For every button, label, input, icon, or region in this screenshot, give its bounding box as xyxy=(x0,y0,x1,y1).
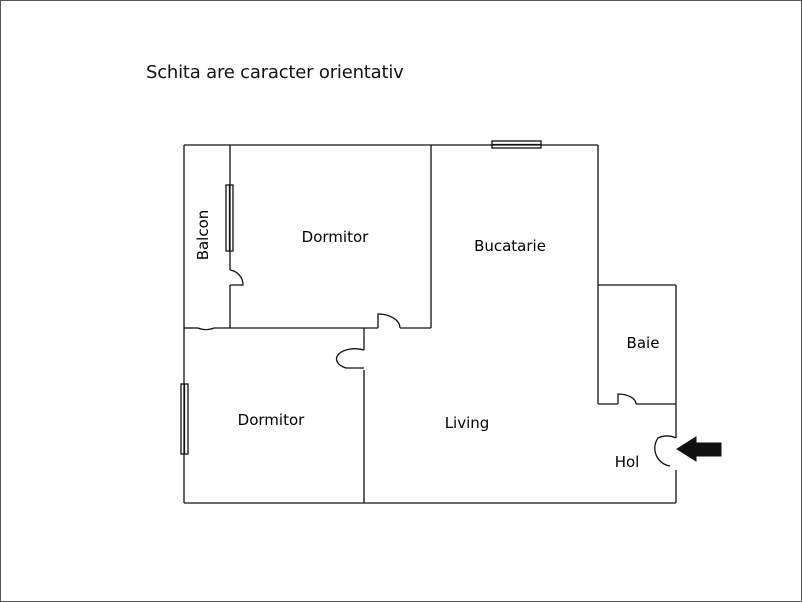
label-dormitor-top: Dormitor xyxy=(302,228,369,246)
outer-walls xyxy=(183,144,677,504)
door-bathroom xyxy=(617,393,637,405)
door-entrance xyxy=(654,435,677,467)
door-bedroom-top xyxy=(377,313,401,329)
label-baie: Baie xyxy=(627,334,660,352)
entrance-arrow-icon xyxy=(676,436,722,462)
label-dormitor-bottom: Dormitor xyxy=(238,411,305,429)
doors xyxy=(197,269,677,467)
label-living: Living xyxy=(445,414,490,432)
label-balcon: Balcon xyxy=(194,210,212,261)
door-corner xyxy=(197,327,215,331)
door-balcony xyxy=(229,269,244,286)
windows xyxy=(180,140,542,455)
label-bucatarie: Bucatarie xyxy=(474,237,546,255)
disclaimer-note: Schita are caracter orientativ xyxy=(146,62,404,83)
door-bedroom-bottom xyxy=(335,348,365,369)
interior-walls xyxy=(184,145,676,503)
label-hol: Hol xyxy=(615,453,640,471)
